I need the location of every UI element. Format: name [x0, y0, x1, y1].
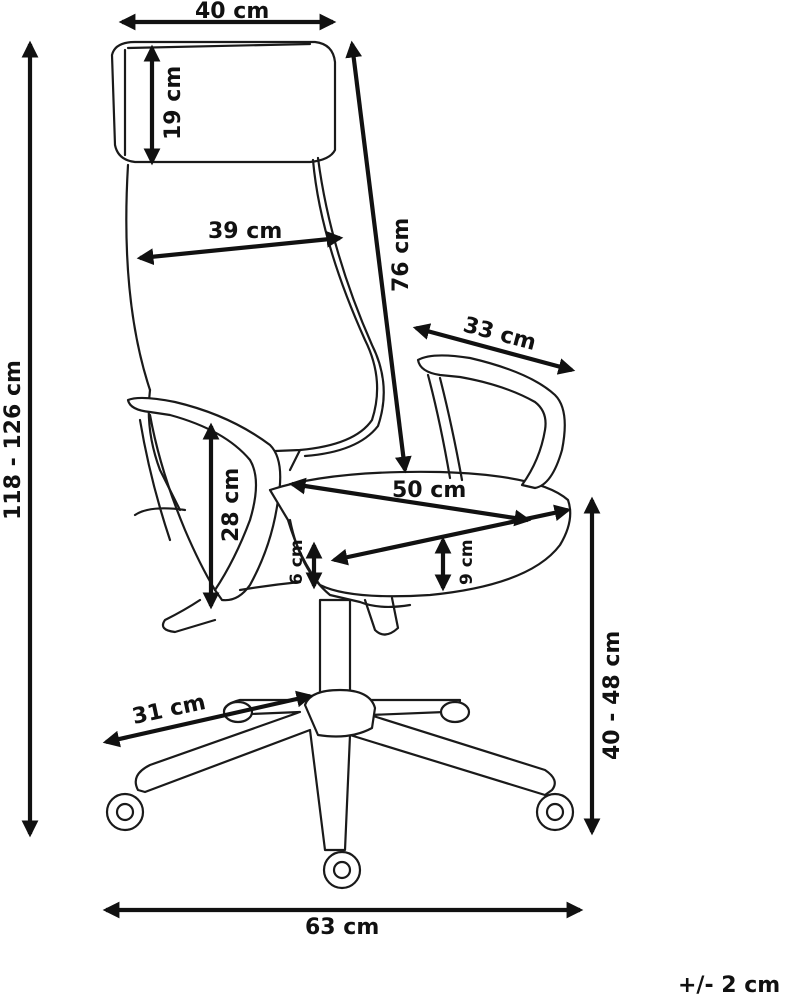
label-headrest-height: 19 cm — [161, 66, 186, 140]
label-tolerance: +/- 2 cm — [678, 973, 780, 998]
caster-right — [535, 792, 575, 832]
dimension-lines — [21, 13, 601, 919]
caster-left — [105, 792, 145, 832]
dim-line-backrest-width — [136, 230, 344, 266]
base-hub — [303, 688, 377, 738]
label-armrest-height: 28 cm — [219, 468, 244, 542]
dim-line-seat-diagonal — [330, 504, 572, 566]
dim-line-backrest-height — [345, 40, 412, 474]
label-total-height: 118 - 126 cm — [1, 360, 26, 520]
caster-center — [322, 850, 362, 890]
label-seat-thickness-back: 9 cm — [457, 539, 477, 585]
label-seat-thickness-front: 6 cm — [287, 539, 307, 585]
left-armrest-support — [148, 413, 217, 592]
label-seat-depth: 50 cm — [392, 478, 466, 503]
label-base-width: 63 cm — [305, 915, 379, 940]
label-seat-height: 40 - 48 cm — [600, 631, 625, 760]
dim-line-leg-length — [102, 690, 314, 748]
label-backrest-width: 39 cm — [208, 219, 282, 244]
seat-bottom — [288, 518, 412, 609]
seat-mechanism — [161, 580, 400, 636]
headrest-outline — [110, 40, 337, 164]
chair-drawing — [105, 40, 575, 890]
label-headrest-width: 40 cm — [195, 0, 269, 24]
dim-line-armrest-depth — [412, 323, 576, 375]
gas-cylinder — [318, 598, 352, 702]
caster-back-right — [439, 700, 471, 724]
right-armrest-post — [426, 373, 464, 482]
label-leg-length: 31 cm — [130, 690, 208, 730]
left-armrest-post — [133, 418, 187, 542]
label-backrest-height: 76 cm — [389, 218, 414, 292]
